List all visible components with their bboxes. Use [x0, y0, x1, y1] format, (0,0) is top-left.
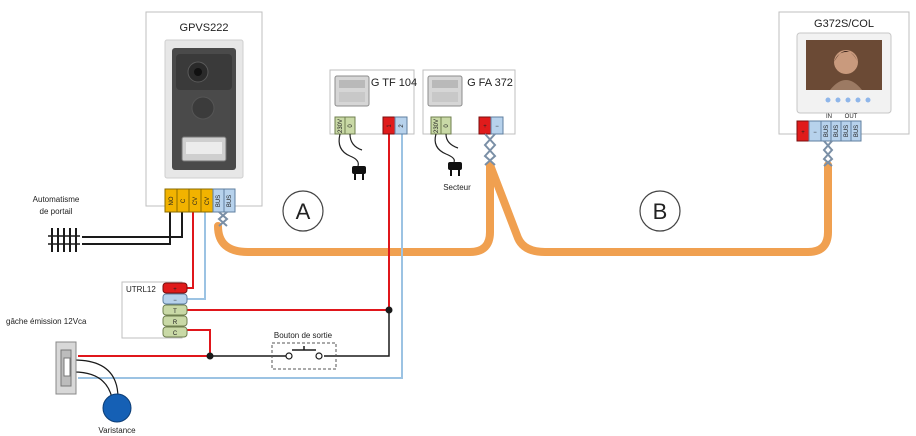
- junction-dot: [385, 306, 393, 314]
- terminal-label: −: [173, 298, 177, 304]
- terminal-label: 1: [387, 124, 393, 128]
- varistor-icon: [102, 393, 132, 423]
- red-wire-strike: [78, 329, 211, 357]
- terminal-label: BUS: [824, 125, 830, 137]
- transformer: G TF 104 230V 0 1 2: [329, 69, 417, 135]
- terminal-label: 230V: [434, 119, 440, 133]
- junction-dot: [206, 352, 214, 360]
- plug-icon: [352, 166, 366, 180]
- monitor-terminals: + − IN BUS BUS OUT BUS BUS: [796, 114, 862, 167]
- terminal-label: CV: [205, 197, 211, 205]
- terminal-label: C: [181, 198, 187, 203]
- varistor-lead: [73, 371, 113, 399]
- door-panel-terminals: NO C CV CV BUS BUS: [164, 188, 236, 227]
- segment-b-marker: B: [639, 190, 681, 232]
- transformer-title: G TF 104: [371, 77, 417, 89]
- terminal-label: BUS: [854, 125, 860, 137]
- gate-automation-label: de portail: [40, 207, 73, 216]
- exit-button-label: Bouton de sortie: [274, 331, 333, 340]
- segment-b-label: B: [653, 199, 668, 224]
- power-cord: [338, 133, 359, 167]
- relay-module: UTRL12 + − T R C: [121, 281, 188, 339]
- terminal-label: OUT: [845, 114, 858, 120]
- terminal-label: +: [801, 130, 805, 136]
- terminal-label: 230V: [338, 119, 344, 133]
- twisted-pair: [822, 140, 834, 167]
- monitor-title: G372S/COL: [814, 18, 874, 30]
- power-cord: [434, 133, 455, 163]
- mains-label: Secteur: [443, 183, 471, 192]
- terminal-label: CV: [193, 197, 199, 205]
- terminal-label: 0: [444, 124, 450, 128]
- terminal-label: 0: [348, 124, 354, 128]
- terminal-label: BUS: [834, 125, 840, 137]
- twisted-pair: [217, 211, 229, 227]
- gate-automation-label: Automatisme: [33, 195, 80, 204]
- twisted-pair: [483, 133, 497, 166]
- terminal-label: −: [813, 130, 817, 136]
- speaker-grille: [191, 96, 215, 120]
- door-panel: GPVS222: [145, 11, 263, 207]
- terminal-label: T: [173, 309, 177, 315]
- monitor: G372S/COL: [778, 11, 910, 135]
- terminal-label: −: [495, 124, 499, 130]
- gate-wire-2: [82, 212, 183, 238]
- terminal-label: 2: [399, 124, 405, 128]
- varistor-label: Varistance: [98, 426, 136, 435]
- terminal-label: IN: [826, 114, 832, 120]
- power-cord: [445, 133, 459, 149]
- monitor-buttons: [825, 97, 871, 103]
- black-wire-exit: [210, 310, 390, 357]
- varistor-lead: [73, 359, 119, 399]
- gate-wire-1: [82, 212, 171, 245]
- bus-cable-b: [486, 161, 832, 256]
- plug-icon: [448, 162, 462, 176]
- din-rail-module-icon: [334, 75, 370, 107]
- blue-wire-cv-relay: [187, 212, 206, 300]
- terminal-label: BUS: [216, 195, 222, 207]
- exit-button: [271, 342, 337, 370]
- terminal-label: BUS: [844, 125, 850, 137]
- terminal-label: BUS: [227, 195, 233, 207]
- door-panel-title: GPVS222: [180, 22, 229, 34]
- relay-title: UTRL12: [126, 285, 156, 294]
- terminal-label: +: [173, 287, 177, 293]
- power-supply: G FA 372 230V 0 + −: [422, 69, 516, 166]
- terminal-label: NO: [169, 196, 175, 205]
- segment-a-marker: A: [282, 190, 324, 232]
- bus-cable-a: [214, 161, 494, 256]
- strike-label: gâche émission 12Vca: [6, 317, 87, 326]
- terminal-label: +: [483, 124, 487, 130]
- power-cord: [349, 133, 363, 151]
- door-strike-icon: [55, 341, 77, 395]
- power-supply-title: G FA 372: [467, 77, 513, 89]
- segment-a-label: A: [296, 199, 311, 224]
- din-rail-module-icon: [427, 75, 463, 107]
- blue-wire-transformer: [78, 134, 403, 379]
- red-wire-cv-relay: [187, 212, 194, 289]
- gate-icon: [48, 228, 80, 252]
- terminal-label: C: [173, 331, 178, 337]
- terminal-label: R: [173, 320, 178, 326]
